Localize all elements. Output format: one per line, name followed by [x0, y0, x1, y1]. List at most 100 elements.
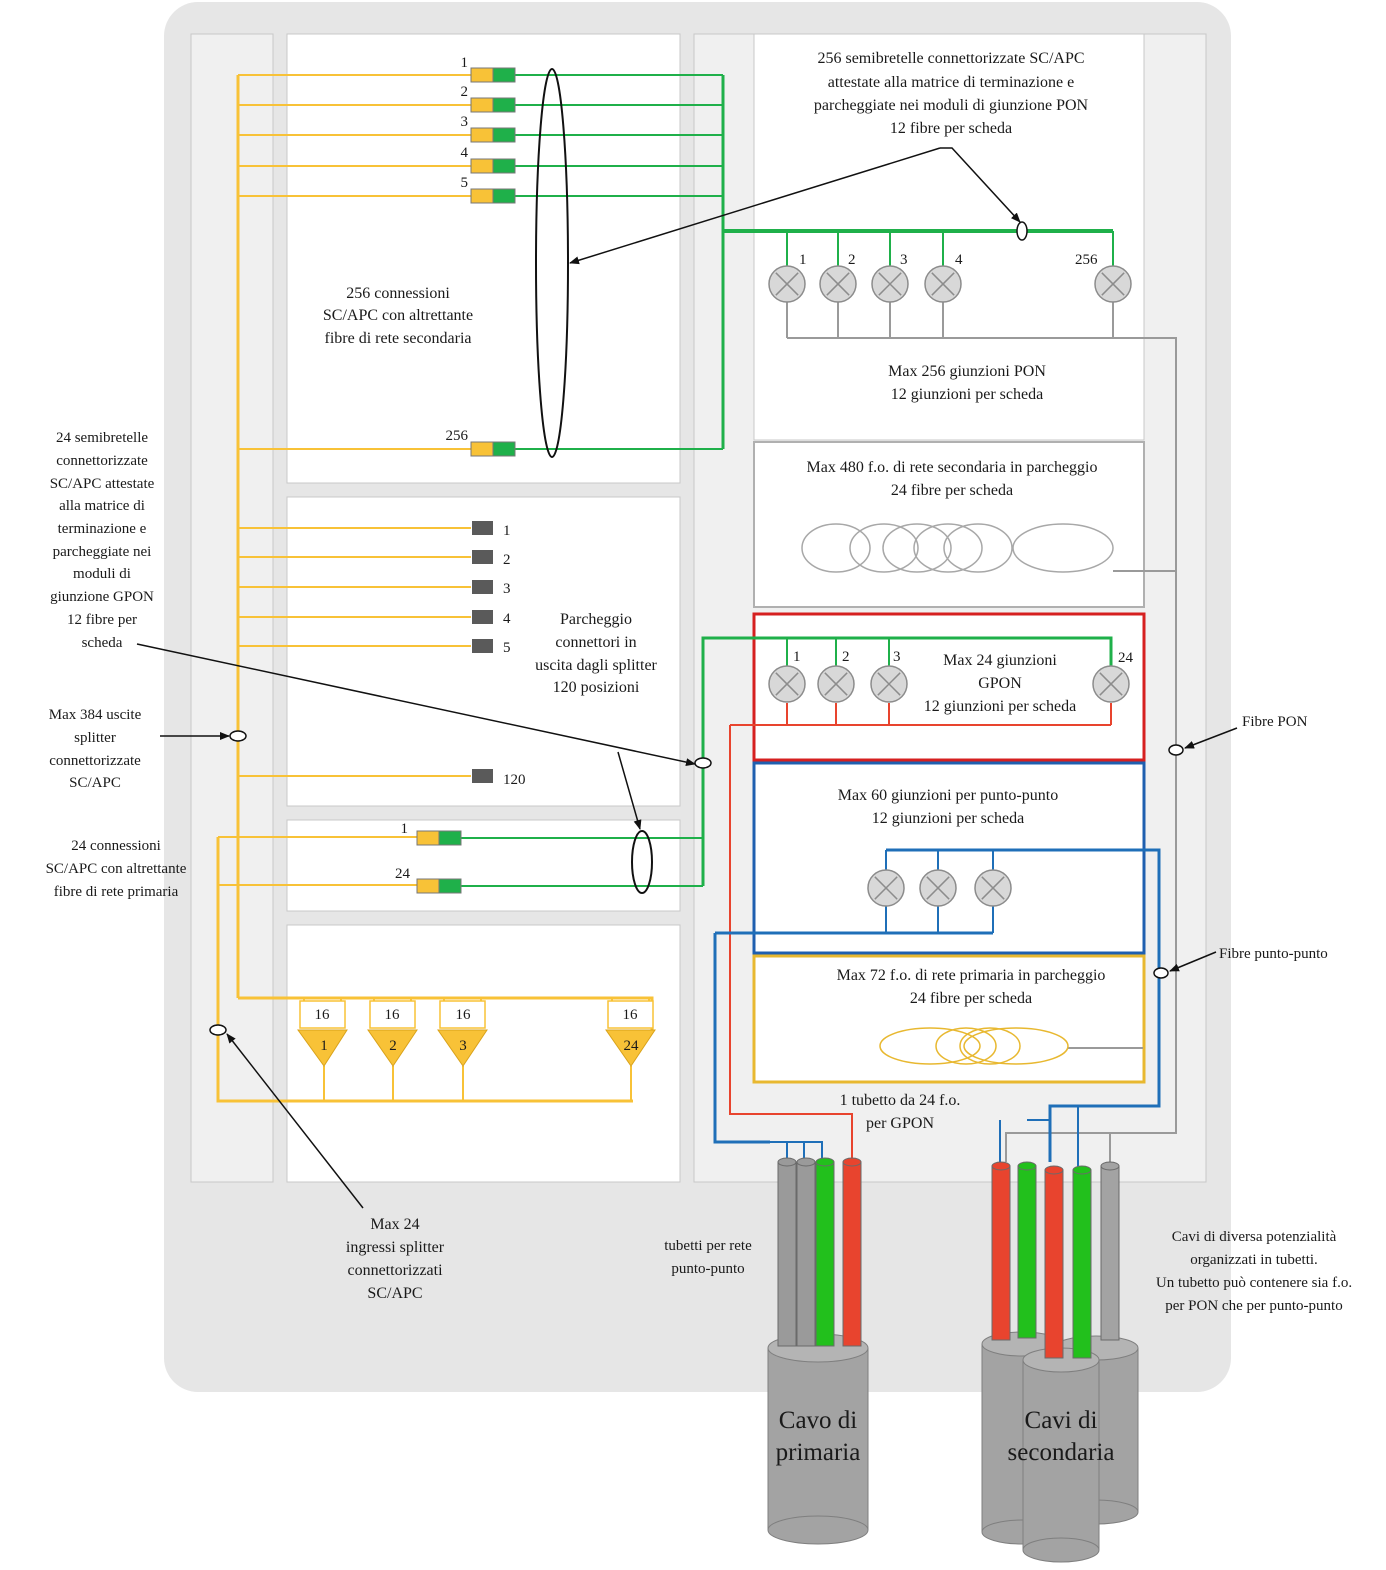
primary-tube-cap-1 [796, 1157, 816, 1167]
svg-text:12 giunzioni per scheda: 12 giunzioni per scheda [891, 386, 1043, 403]
arrow-to-fibre-pon [1184, 727, 1238, 749]
splitter-outputs-box-3 [607, 1000, 654, 1029]
secondary-parking-coil-1 [849, 523, 919, 573]
svg-text:ingressi splitter: ingressi splitter [346, 1239, 445, 1256]
cables [767, 1157, 1139, 1563]
svg-text:120: 120 [503, 772, 526, 788]
svg-text:Parcheggio: Parcheggio [560, 611, 632, 628]
svg-text:SC/APC con altrettante: SC/APC con altrettante [323, 307, 473, 324]
pon-splice-x2-1 [826, 272, 850, 296]
primary-tube-cap-3 [842, 1157, 862, 1167]
svg-text:SC/APC con altrettante: SC/APC con altrettante [46, 861, 187, 877]
bundle-oval-primary [631, 830, 653, 894]
label-tubetti-pp: tubetti per rete punto-punto [664, 1238, 752, 1277]
primary-parking-coil-2 [959, 1027, 1021, 1065]
label-fibre-punto-punto: Fibre punto-punto [1219, 946, 1328, 962]
secondary-cylinder-body-2 [1023, 1360, 1099, 1550]
svg-text:4: 4 [503, 611, 511, 627]
fiber-bundle-marker-2 [694, 757, 712, 769]
svg-text:scheda: scheda [82, 635, 123, 651]
label-parcheggio-72: Max 72 f.o. di rete primaria in parchegg… [837, 967, 1106, 1007]
module-pon-splices [753, 33, 1145, 441]
secondary-tube-1 [1017, 1165, 1037, 1339]
arrow-to-fibre-pp [1169, 951, 1217, 972]
label-cavi-diversi: Cavi di diversa potenzialità organizzati… [1156, 1229, 1352, 1314]
module-gpon-splices [752, 612, 1146, 762]
label-cavi-secondaria-1: Cavi di [1025, 1407, 1098, 1434]
svg-text:1: 1 [320, 1038, 328, 1054]
arrow-to-gpon-bundle [136, 643, 696, 767]
svg-text:2: 2 [842, 649, 850, 665]
svg-text:1: 1 [401, 821, 409, 837]
svg-text:256 semibretelle connettorizza: 256 semibretelle connettorizzate SC/APC [817, 50, 1084, 67]
svg-text:2: 2 [461, 84, 469, 100]
fiber-routes [216, 74, 1177, 1170]
svg-text:connettorizzati: connettorizzati [347, 1262, 443, 1279]
svg-text:alla matrice di: alla matrice di [59, 498, 145, 514]
svg-text:16: 16 [385, 1007, 401, 1023]
primary-cylinder-body-0 [768, 1348, 868, 1530]
svg-text:punto-punto: punto-punto [671, 1261, 744, 1277]
splitter-3 [605, 1029, 656, 1067]
fiber-bundle-marker-3 [1168, 744, 1184, 756]
svg-text:Cavi di diversa potenzialità: Cavi di diversa potenzialità [1172, 1229, 1337, 1245]
svg-text:connettori in: connettori in [555, 634, 636, 651]
svg-text:1: 1 [461, 55, 469, 71]
svg-text:1 tubetto da 24 f.o.: 1 tubetto da 24 f.o. [840, 1092, 961, 1109]
label-cavo-primaria-2: primaria [776, 1439, 861, 1466]
splitter-outputs-box-2 [439, 1000, 486, 1029]
svg-text:256: 256 [446, 428, 469, 444]
svg-text:3: 3 [461, 114, 469, 130]
svg-text:Max 72 f.o. di rete primaria i: Max 72 f.o. di rete primaria in parchegg… [837, 967, 1106, 984]
secondary-tube-3 [1044, 1169, 1064, 1359]
primary-connector-green-1 [438, 878, 462, 894]
svg-text:parcheggiate nei moduli di giu: parcheggiate nei moduli di giunzione PON [814, 97, 1089, 114]
bundle-oval-secondary [535, 68, 569, 458]
label-cavi-secondaria-2: secondaria [1008, 1439, 1115, 1466]
fiber-bundle-marker-5 [1016, 221, 1028, 241]
blue-pp-left-route [713, 933, 770, 1144]
primary-connector-yellow-0 [416, 830, 440, 846]
svg-text:24 semibretelle: 24 semibretelle [56, 430, 148, 446]
pon-splice-numbers: 1 2 3 4 256 [799, 252, 1098, 268]
panel-primary-connections [286, 819, 681, 912]
splitter-1 [367, 1029, 418, 1067]
svg-text:Max 24 giunzioni: Max 24 giunzioni [943, 652, 1057, 669]
svg-text:4: 4 [461, 145, 469, 161]
top-connector-green-3 [492, 158, 516, 174]
primary-cylinder-bottom-0 [767, 1515, 869, 1545]
svg-text:uscita dagli splitter: uscita dagli splitter [535, 657, 657, 674]
svg-text:2: 2 [389, 1038, 397, 1054]
svg-text:24 connessioni: 24 connessioni [71, 838, 161, 854]
secondary-parking-coil-0 [801, 523, 871, 573]
pp-splice-x2-2 [981, 876, 1005, 900]
top-port-numbers: 1 2 3 4 5 256 [446, 55, 469, 444]
parked-connector-3 [472, 610, 493, 624]
secondary-tube-4 [1072, 1169, 1092, 1359]
primary-connection-numbers: 1 24 [395, 821, 411, 882]
secondary-tube-cap-3 [1044, 1165, 1064, 1175]
top-connector-yellow-3 [470, 158, 494, 174]
top-connector-yellow-4 [470, 188, 494, 204]
label-giunzioni-pon: Max 256 giunzioni PON 12 giunzioni per s… [888, 363, 1046, 403]
pon-splice-x2-2 [878, 272, 902, 296]
label-giunzioni-gpon: Max 24 giunzioni GPON 12 giunzioni per s… [924, 652, 1076, 715]
primary-connector-yellow-1 [416, 878, 440, 894]
svg-text:2: 2 [848, 252, 856, 268]
secondary-tube-cap-0 [991, 1161, 1011, 1171]
svg-text:SC/APC: SC/APC [367, 1285, 422, 1302]
label-parcheggio-connettori: Parcheggio connettori in uscita dagli sp… [535, 611, 657, 696]
red-gpon-route [729, 725, 853, 1162]
svg-text:24: 24 [1118, 650, 1134, 666]
svg-text:256 connessioni: 256 connessioni [346, 285, 450, 302]
label-semibretelle-24: 24 semibretelle connettorizzate SC/APC a… [50, 430, 155, 651]
primary-tube-cap-0 [777, 1157, 797, 1167]
svg-text:per GPON: per GPON [866, 1115, 934, 1132]
top-connector-yellow-1 [470, 97, 494, 113]
arrow-to-secondary-oval [569, 147, 941, 265]
label-connessioni-256: 256 connessioni SC/APC con altrettante f… [323, 285, 473, 347]
parked-connector-0 [472, 521, 493, 535]
splitter-outputs-box-1 [369, 1000, 416, 1029]
gpon-splice-x2-3 [1099, 672, 1123, 696]
svg-text:Max 480 f.o. di rete secondari: Max 480 f.o. di rete secondaria in parch… [806, 459, 1097, 476]
